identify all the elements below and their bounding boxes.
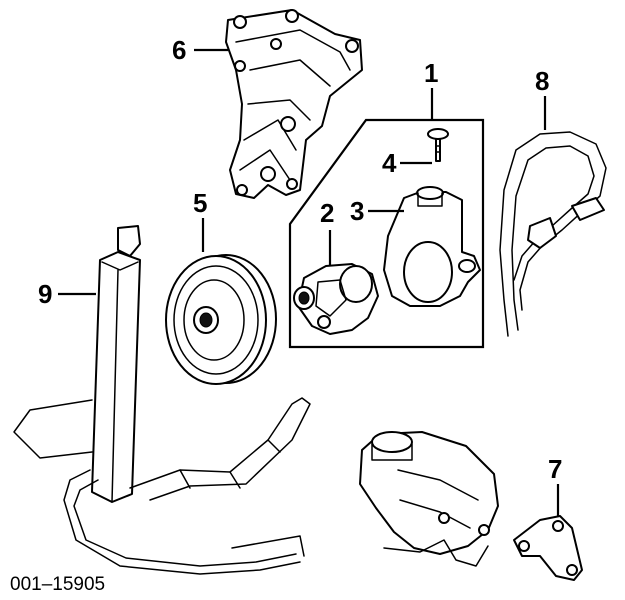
callout-7: 7 xyxy=(548,454,562,484)
part-5-pulley[interactable] xyxy=(165,254,277,385)
callout-2: 2 xyxy=(320,198,334,228)
callout-4: 4 xyxy=(382,148,397,178)
part-6-mounting-bracket[interactable] xyxy=(225,9,363,199)
callout-8: 8 xyxy=(535,66,549,96)
callout-9: 9 xyxy=(38,279,52,309)
part-8-pressure-hose[interactable] xyxy=(499,131,607,337)
part-7-bracket[interactable] xyxy=(513,515,583,581)
part-3-reservoir[interactable] xyxy=(383,186,481,307)
part-4-reservoir-cap[interactable] xyxy=(427,128,449,162)
remote-reservoir[interactable] xyxy=(359,431,499,567)
callout-1: 1 xyxy=(424,58,438,88)
callout-3: 3 xyxy=(350,196,364,226)
group-1-box xyxy=(288,118,485,349)
callout-5: 5 xyxy=(193,188,207,218)
part-2-power-steering-pump[interactable] xyxy=(293,263,379,335)
figure-code: 001–15905 xyxy=(10,574,105,595)
callout-6: 6 xyxy=(172,35,186,65)
part-9-cooler-tube[interactable] xyxy=(13,225,311,575)
